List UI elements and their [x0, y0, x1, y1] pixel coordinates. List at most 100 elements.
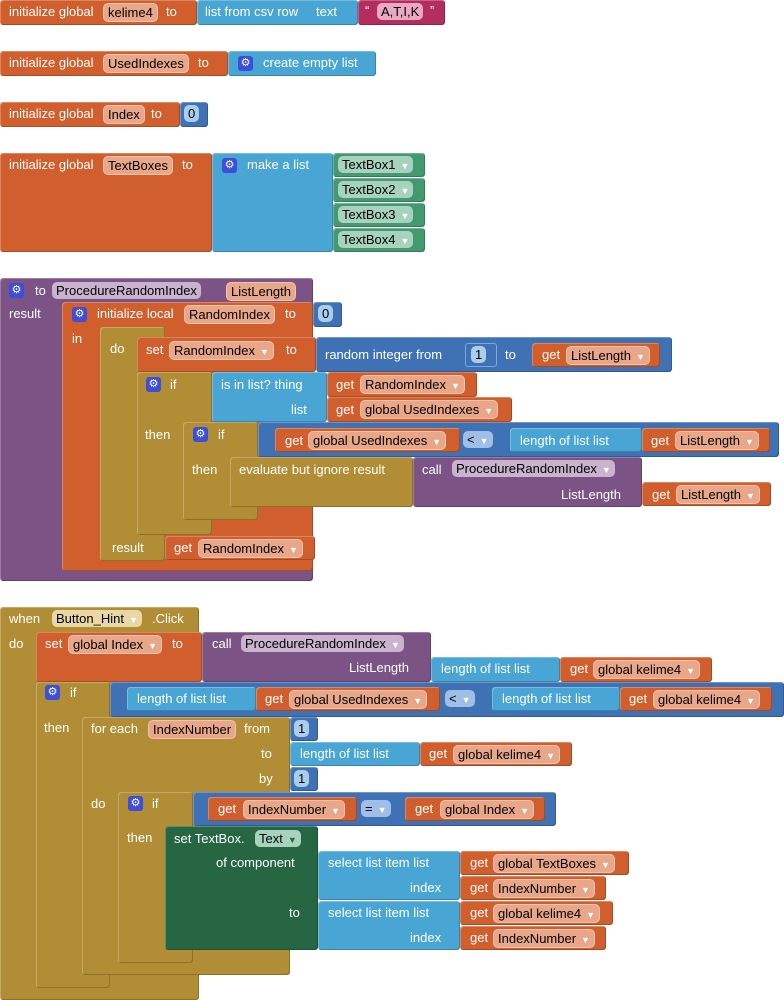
evaluate-ignore-block[interactable] — [230, 457, 413, 507]
label: to — [166, 4, 177, 19]
gear-icon[interactable]: ⚙ — [72, 307, 87, 322]
length-of-list-block[interactable] — [127, 687, 256, 711]
component-dropdown[interactable]: Button_Hint▼ — [52, 610, 142, 627]
number-field[interactable]: 0 — [318, 305, 334, 322]
procedure-name-field[interactable]: ProcedureRandomIndex — [52, 282, 201, 299]
label: set — [45, 636, 63, 651]
label: of component — [216, 855, 295, 870]
length-of-list-block[interactable] — [510, 428, 642, 452]
number-field[interactable]: 1 — [471, 346, 487, 363]
gear-icon[interactable]: ⚙ — [128, 796, 143, 811]
label: get — [415, 801, 434, 816]
label: then — [192, 462, 218, 477]
gear-icon[interactable]: ⚙ — [238, 56, 253, 71]
label: .Click — [152, 611, 184, 626]
variable-dropdown[interactable]: ListLength▼ — [675, 431, 759, 450]
label: index — [410, 880, 442, 895]
label: get — [629, 691, 648, 706]
variable-dropdown[interactable]: ListLength▼ — [676, 485, 760, 504]
variable-dropdown[interactable]: RandomIndex▼ — [360, 375, 465, 394]
length-of-list-block[interactable] — [492, 687, 620, 711]
operator-dropdown[interactable]: <▼ — [445, 690, 475, 707]
number-field[interactable]: 0 — [184, 105, 200, 122]
parameter-field[interactable]: ListLength — [226, 282, 296, 301]
label: get — [218, 801, 237, 816]
variable-dropdown[interactable]: global UsedIndexes▼ — [289, 690, 428, 709]
component-dropdown[interactable]: TextBox1▼ — [338, 156, 414, 173]
variable-dropdown[interactable]: ListLength▼ — [566, 346, 650, 365]
label: to — [35, 283, 46, 298]
text-value-field[interactable]: A,T,I,K — [377, 3, 424, 20]
label: get — [336, 377, 355, 392]
variable-name-field[interactable]: UsedIndexes — [103, 54, 189, 73]
chevron-down-icon: ▼ — [586, 910, 596, 920]
list-from-csv-row-block[interactable] — [197, 0, 358, 25]
variable-dropdown[interactable]: global kelime4▼ — [493, 904, 601, 923]
gear-icon[interactable]: ⚙ — [9, 283, 24, 298]
init-global-kelime4-block[interactable] — [0, 0, 197, 25]
label: get — [470, 930, 489, 945]
label: length of list list — [300, 746, 389, 761]
label: to — [261, 746, 272, 761]
component-dropdown[interactable]: TextBox2▼ — [338, 181, 414, 198]
variable-dropdown[interactable]: global kelime4▼ — [653, 690, 761, 709]
variable-dropdown[interactable]: IndexNumber▼ — [493, 929, 595, 948]
label: to — [172, 636, 183, 651]
label: select list item list — [328, 855, 430, 870]
procedure-dropdown[interactable]: ProcedureRandomIndex▼ — [452, 460, 615, 477]
variable-name-field[interactable]: kelime4 — [103, 3, 158, 22]
chevron-down-icon: ▼ — [331, 806, 340, 816]
variable-dropdown[interactable]: global UsedIndexes▼ — [308, 431, 447, 450]
select-list-item-block[interactable] — [318, 901, 460, 950]
label: get — [570, 661, 589, 676]
variable-dropdown[interactable]: global Index▼ — [68, 635, 163, 654]
operator-dropdown[interactable]: <▼ — [463, 431, 493, 448]
chevron-down-icon: ▼ — [520, 806, 530, 816]
label: list from csv row — [205, 4, 299, 19]
select-list-item-block[interactable] — [318, 851, 460, 900]
variable-dropdown[interactable]: IndexNumber▼ — [243, 800, 345, 819]
variable-name-field[interactable]: RandomIndex — [184, 305, 275, 324]
label: get — [429, 746, 448, 761]
label: get — [542, 347, 561, 362]
chevron-down-icon: ▼ — [746, 491, 755, 501]
chevron-down-icon: ▼ — [581, 885, 590, 895]
chevron-down-icon: ▼ — [484, 406, 494, 416]
chevron-down-icon: ▼ — [400, 186, 410, 196]
operator-dropdown[interactable]: =▼ — [361, 800, 391, 817]
gear-icon[interactable]: ⚙ — [193, 427, 208, 442]
label: if — [70, 685, 77, 700]
number-field[interactable]: 1 — [294, 720, 310, 737]
label: get — [174, 540, 193, 555]
variable-dropdown[interactable]: RandomIndex▼ — [198, 539, 303, 558]
label: evaluate but ignore result — [239, 462, 385, 477]
variable-dropdown[interactable]: IndexNumber▼ — [493, 879, 595, 898]
variable-dropdown[interactable]: global TextBoxes▼ — [493, 854, 615, 873]
variable-name-field[interactable]: TextBoxes — [103, 156, 173, 175]
gear-icon[interactable]: ⚙ — [222, 158, 237, 173]
procedure-dropdown[interactable]: ProcedureRandomIndex▼ — [241, 635, 404, 652]
gear-icon[interactable]: ⚙ — [146, 377, 161, 392]
variable-dropdown[interactable]: RandomIndex▼ — [169, 341, 274, 360]
label: to — [182, 157, 193, 172]
label: for each — [91, 721, 138, 736]
variable-dropdown[interactable]: global Index▼ — [440, 800, 535, 819]
variable-dropdown[interactable]: global kelime4▼ — [593, 660, 701, 679]
variable-dropdown[interactable]: global kelime4▼ — [453, 745, 561, 764]
number-field[interactable]: 1 — [294, 770, 310, 787]
variable-dropdown[interactable]: global UsedIndexes▼ — [360, 400, 499, 419]
chevron-down-icon: ▼ — [636, 352, 645, 362]
length-of-list-block[interactable] — [290, 742, 420, 766]
loop-variable-field[interactable]: IndexNumber — [148, 720, 237, 739]
quote-open: “ — [365, 3, 370, 18]
init-global-index-block[interactable] — [0, 102, 180, 127]
component-dropdown[interactable]: TextBox4▼ — [338, 231, 414, 248]
is-in-list-block[interactable] — [212, 372, 327, 422]
property-dropdown[interactable]: Text▼ — [255, 830, 301, 847]
label: to — [285, 306, 296, 321]
component-dropdown[interactable]: TextBox3▼ — [338, 206, 414, 223]
variable-name-field[interactable]: Index — [103, 105, 145, 124]
gear-icon[interactable]: ⚙ — [45, 685, 60, 700]
length-of-list-block[interactable] — [431, 657, 560, 682]
